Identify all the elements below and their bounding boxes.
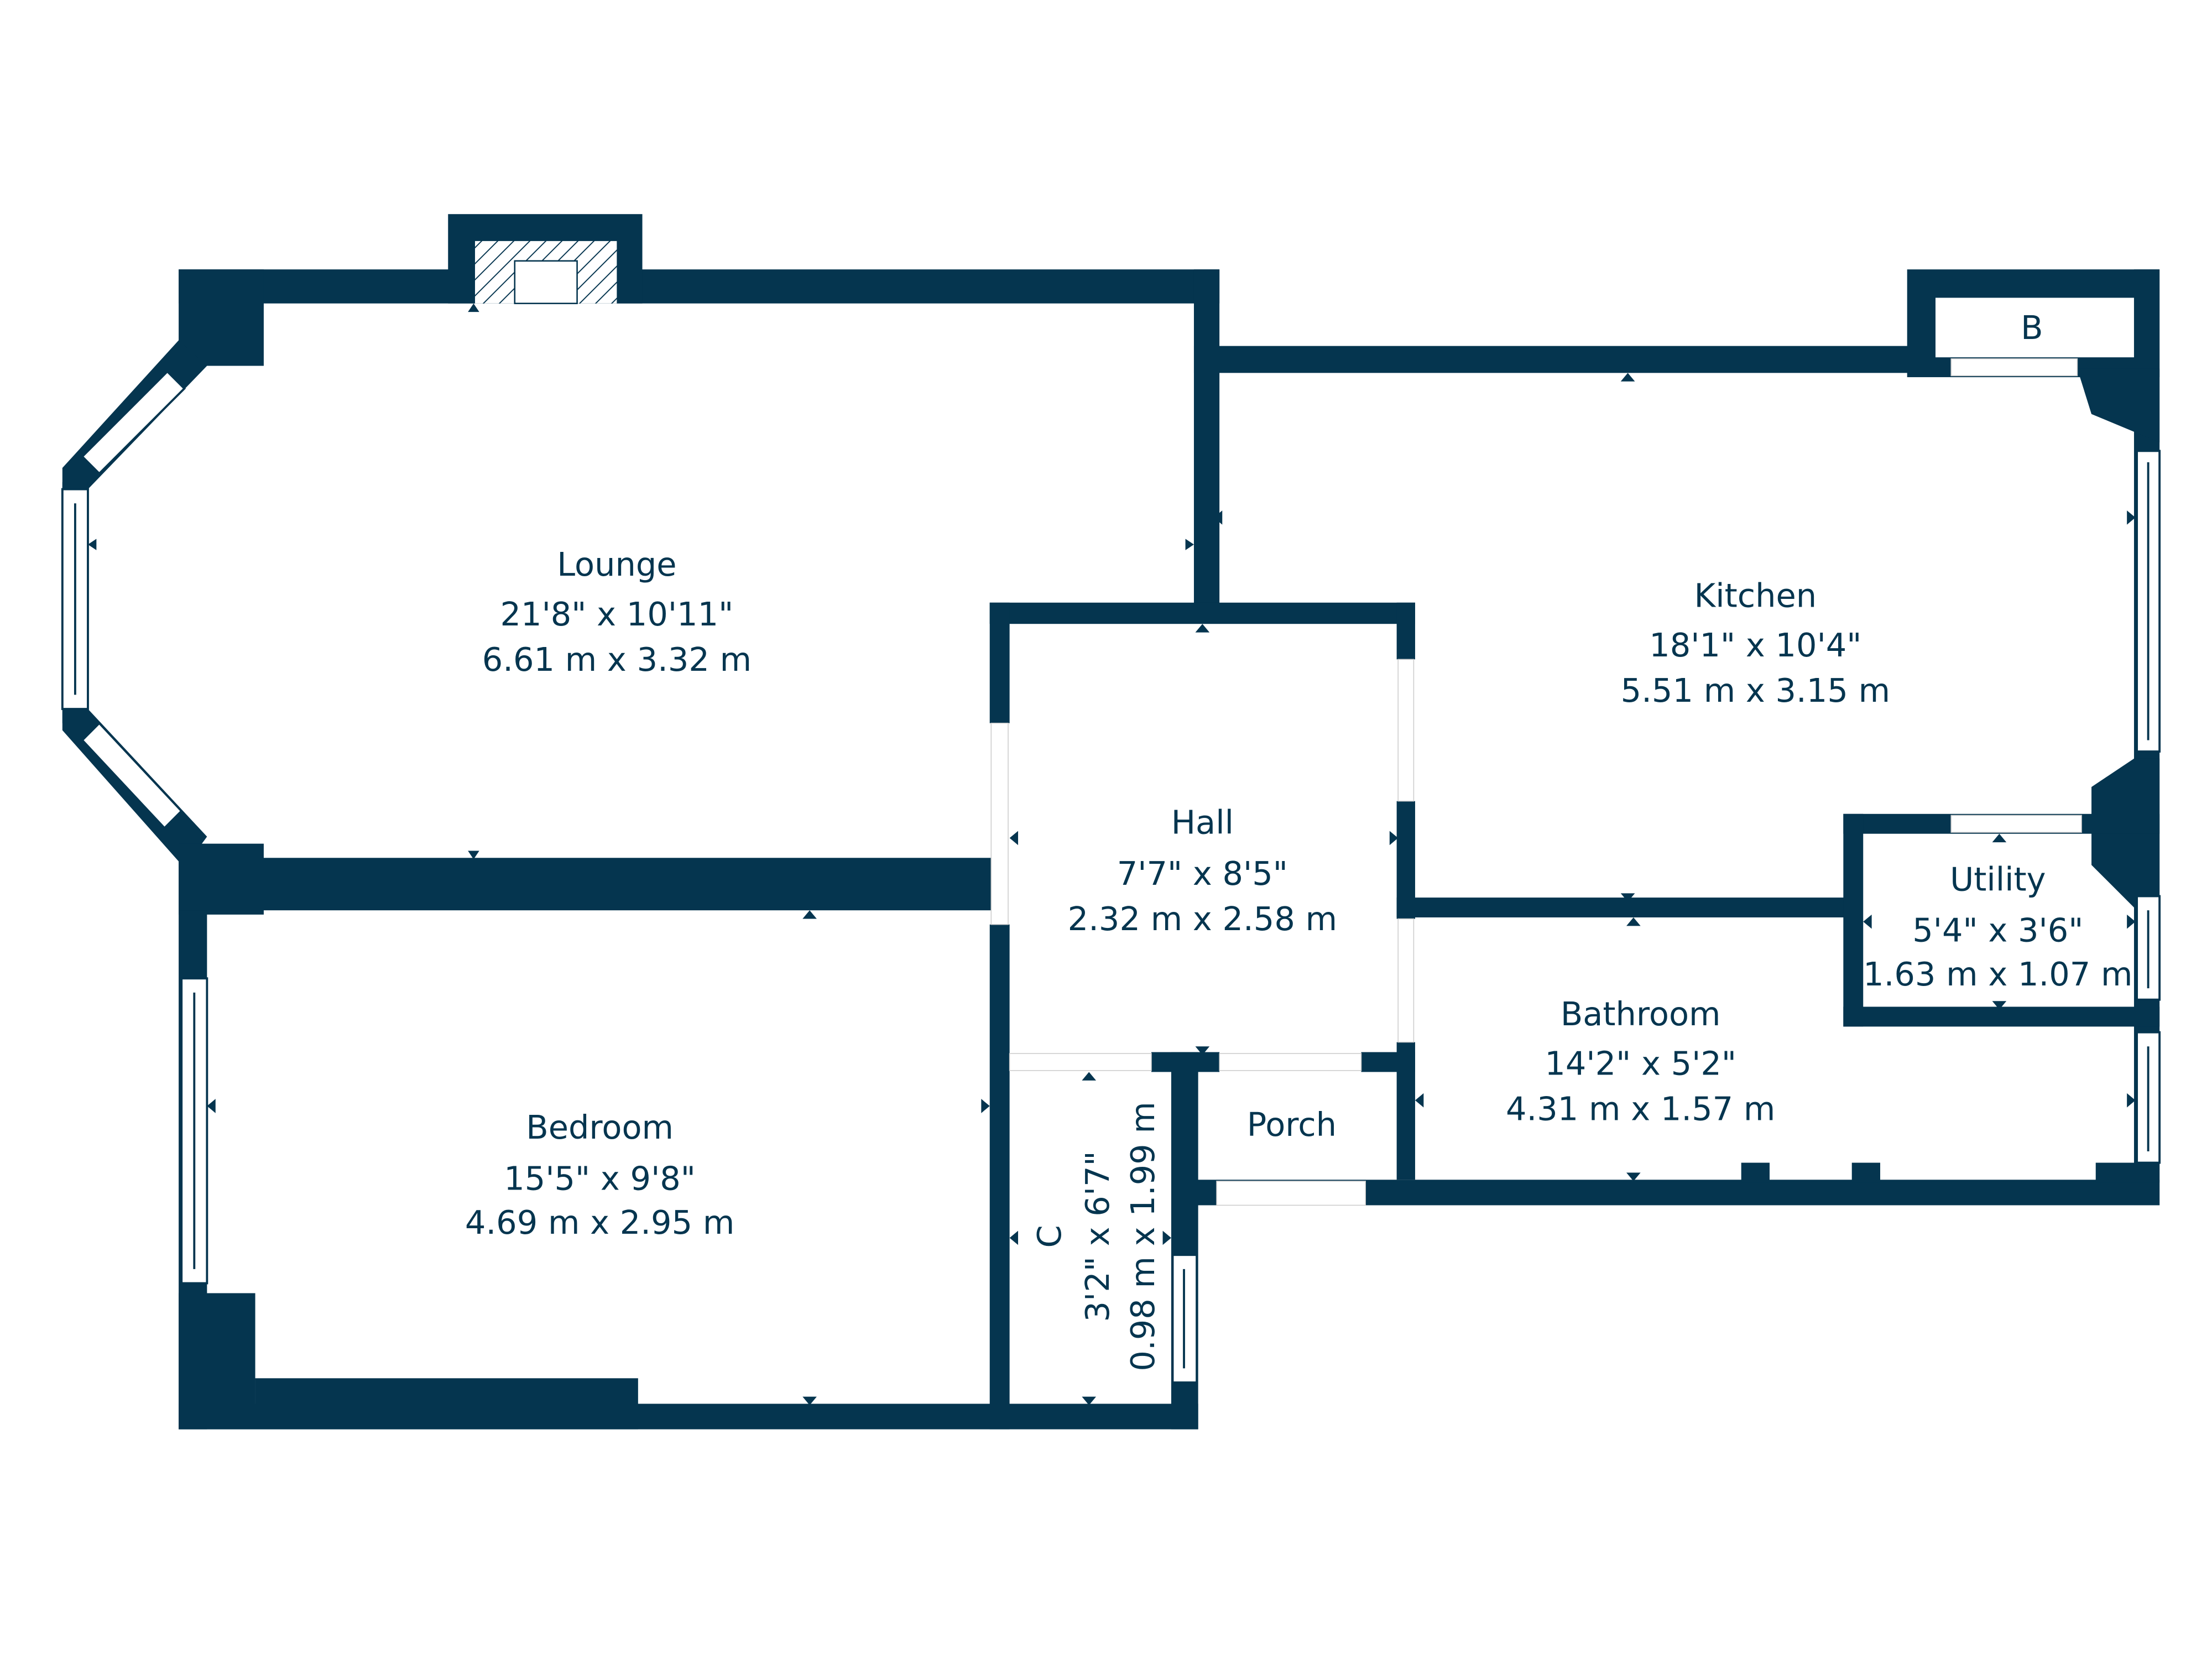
- room-dimensions-metric: 5.51 m x 3.15 m: [1621, 671, 1890, 709]
- room-dimensions-metric: 4.31 m x 1.57 m: [1506, 1090, 1775, 1128]
- room-kitchen: Kitchen 18'1" x 10'4" 5.51 m x 3.15 m: [1621, 576, 1890, 709]
- room-lounge: Lounge 21'8" x 10'11" 6.61 m x 3.32 m: [482, 545, 752, 679]
- room-name: Porch: [1247, 1105, 1337, 1144]
- room-name: Bathroom: [1561, 995, 1721, 1033]
- room-name: Lounge: [557, 545, 676, 583]
- dimension-markers: [87, 303, 2136, 1406]
- room-dimensions-imperial: 18'1" x 10'4": [1649, 626, 1861, 664]
- room-name: Kitchen: [1694, 576, 1817, 614]
- windows: [61, 370, 2161, 1384]
- room-utility: Utility 5'4" x 3'6" 1.63 m x 1.07 m: [1863, 860, 2132, 993]
- room-dimensions-metric: 6.61 m x 3.32 m: [482, 640, 752, 679]
- room-porch: Porch: [1247, 1105, 1337, 1144]
- room-boiler: B: [2021, 309, 2043, 347]
- walls: [62, 214, 2160, 1430]
- room-bedroom: Bedroom 15'5" x 9'8" 4.69 m x 2.95 m: [465, 1108, 734, 1241]
- room-name: Utility: [1950, 860, 2046, 898]
- room-name: C: [1030, 1225, 1068, 1248]
- room-bathroom: Bathroom 14'2" x 5'2" 4.31 m x 1.57 m: [1506, 995, 1775, 1128]
- room-dimensions-imperial: 15'5" x 9'8": [504, 1159, 696, 1197]
- room-hall: Hall 7'7" x 8'5" 2.32 m x 2.58 m: [1068, 804, 1337, 938]
- room-name: Bedroom: [526, 1108, 674, 1146]
- room-dimensions-metric: 1.63 m x 1.07 m: [1863, 955, 2132, 993]
- room-name: Hall: [1171, 804, 1234, 842]
- room-name: B: [2021, 309, 2043, 347]
- room-dimensions-imperial: 3'2" x 6'7": [1078, 1151, 1117, 1322]
- room-dimensions-imperial: 21'8" x 10'11": [500, 595, 734, 633]
- doorways: [990, 358, 2082, 1206]
- room-dimensions-imperial: 14'2" x 5'2": [1545, 1045, 1736, 1083]
- room-dimensions-metric: 0.98 m x 1.99 m: [1124, 1102, 1162, 1371]
- room-dimensions-imperial: 7'7" x 8'5": [1117, 854, 1288, 893]
- room-cupboard: C 3'2" x 6'7" 0.98 m x 1.99 m: [1030, 1102, 1162, 1371]
- room-dimensions-metric: 2.32 m x 2.58 m: [1068, 900, 1337, 938]
- room-dimensions-metric: 4.69 m x 2.95 m: [465, 1203, 734, 1241]
- room-dimensions-imperial: 5'4" x 3'6": [1912, 911, 2083, 950]
